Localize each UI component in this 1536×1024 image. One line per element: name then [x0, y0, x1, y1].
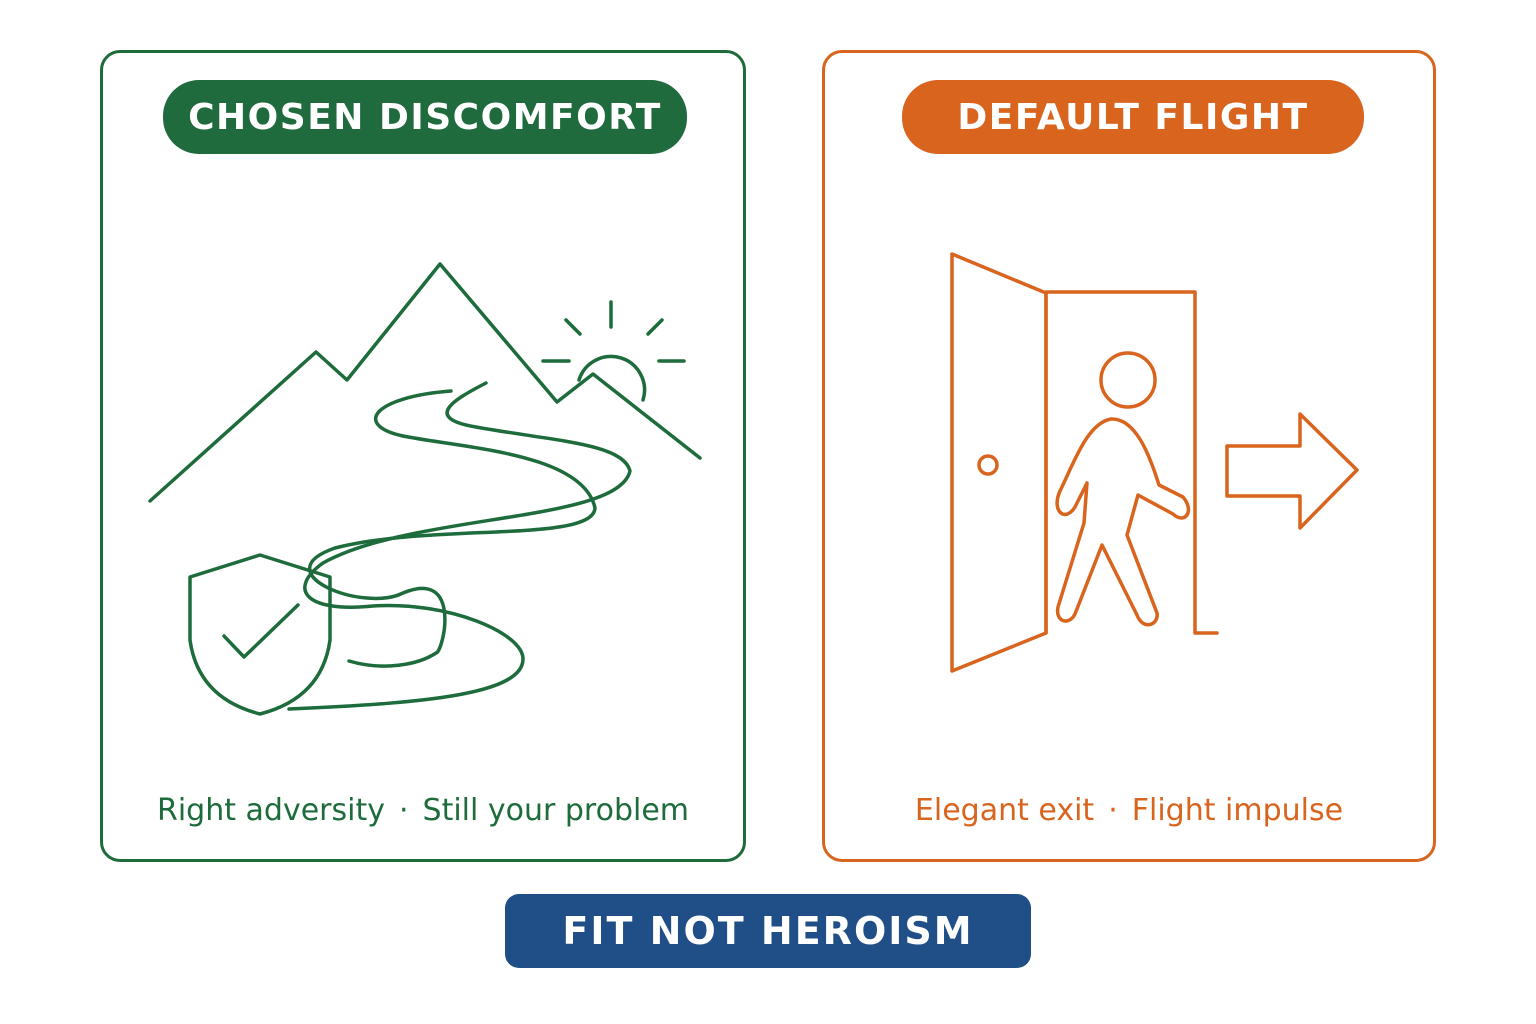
chosen-discomfort-badge: CHOSEN DISCOMFORT: [163, 80, 687, 154]
sun-icon: [541, 300, 686, 402]
chosen-discomfort-caption: Right adversity · Still your problem: [103, 793, 743, 828]
default-flight-caption: Elegant exit · Flight impulse: [825, 793, 1433, 828]
walking-person-icon: [1055, 351, 1191, 627]
chosen-discomfort-illustration: [148, 262, 702, 716]
caption-elegant-exit: Elegant exit: [914, 793, 1095, 828]
caption-separator: ·: [398, 793, 409, 828]
winding-path-icon: [287, 381, 632, 711]
fit-not-heroism-banner: FIT NOT HEROISM: [505, 894, 1031, 968]
caption-flight-impulse: Flight impulse: [1131, 793, 1344, 828]
caption-separator: ·: [1108, 793, 1118, 828]
default-flight-badge: DEFAULT FLIGHT: [902, 80, 1364, 154]
caption-right-adversity: Right adversity: [156, 793, 385, 828]
default-flight-illustration: [950, 252, 1359, 673]
chosen-discomfort-card: CHOSEN DISCOMFORT: [100, 50, 746, 862]
shield-check-icon: [188, 553, 332, 716]
caption-still-your-problem: Still your problem: [422, 793, 690, 828]
arrow-right-icon: [1225, 412, 1359, 530]
default-flight-card: DEFAULT FLIGHT Elegant exit · Flight impul…: [822, 50, 1436, 862]
mountain-icon: [148, 262, 702, 503]
open-door-icon: [950, 252, 1219, 673]
